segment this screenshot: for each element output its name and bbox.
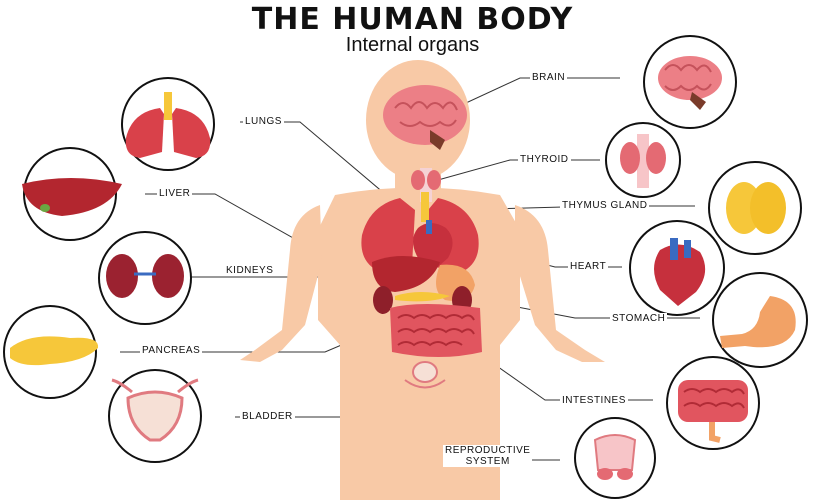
body-intestines <box>390 304 482 357</box>
label-reproductive-line1: REPRODUCTIVE <box>445 445 531 456</box>
label-thyroid: THYROID <box>518 154 571 165</box>
page-subtitle: Internal organs <box>345 34 480 56</box>
label-heart: HEART <box>568 261 609 272</box>
label-liver: LIVER <box>157 188 193 199</box>
intestines-circle <box>666 356 760 450</box>
thymus-circle <box>708 161 802 255</box>
pancreas-circle <box>3 305 99 399</box>
kidneys-circle <box>98 231 192 325</box>
heart-circle <box>629 220 725 316</box>
reproductive-circle <box>574 417 656 499</box>
body-pancreas <box>395 292 450 302</box>
label-brain: BRAIN <box>530 72 568 83</box>
label-pancreas: PANCREAS <box>140 345 203 356</box>
body-liver <box>372 256 440 292</box>
label-reproductive-system: REPRODUCTIVE SYSTEM <box>443 445 533 467</box>
label-bladder: BLADDER <box>240 411 295 422</box>
bladder-circle <box>108 369 202 463</box>
label-lungs: LUNGS <box>243 116 284 127</box>
label-stomach: STOMACH <box>610 313 668 324</box>
stomach-circle <box>712 272 808 368</box>
brain-circle <box>643 35 737 129</box>
body-bladder <box>404 361 446 389</box>
body-brain <box>383 85 467 150</box>
label-thymus-gland: THYMUS GLAND <box>560 200 650 211</box>
thyroid-circle <box>605 122 681 198</box>
label-kidneys: KIDNEYS <box>224 265 276 276</box>
liver-circle <box>22 147 122 241</box>
label-reproductive-line2: SYSTEM <box>465 456 510 467</box>
page-title: THE HUMAN BODY <box>251 2 574 37</box>
lungs-circle <box>121 77 215 171</box>
label-intestines: INTESTINES <box>560 395 628 406</box>
